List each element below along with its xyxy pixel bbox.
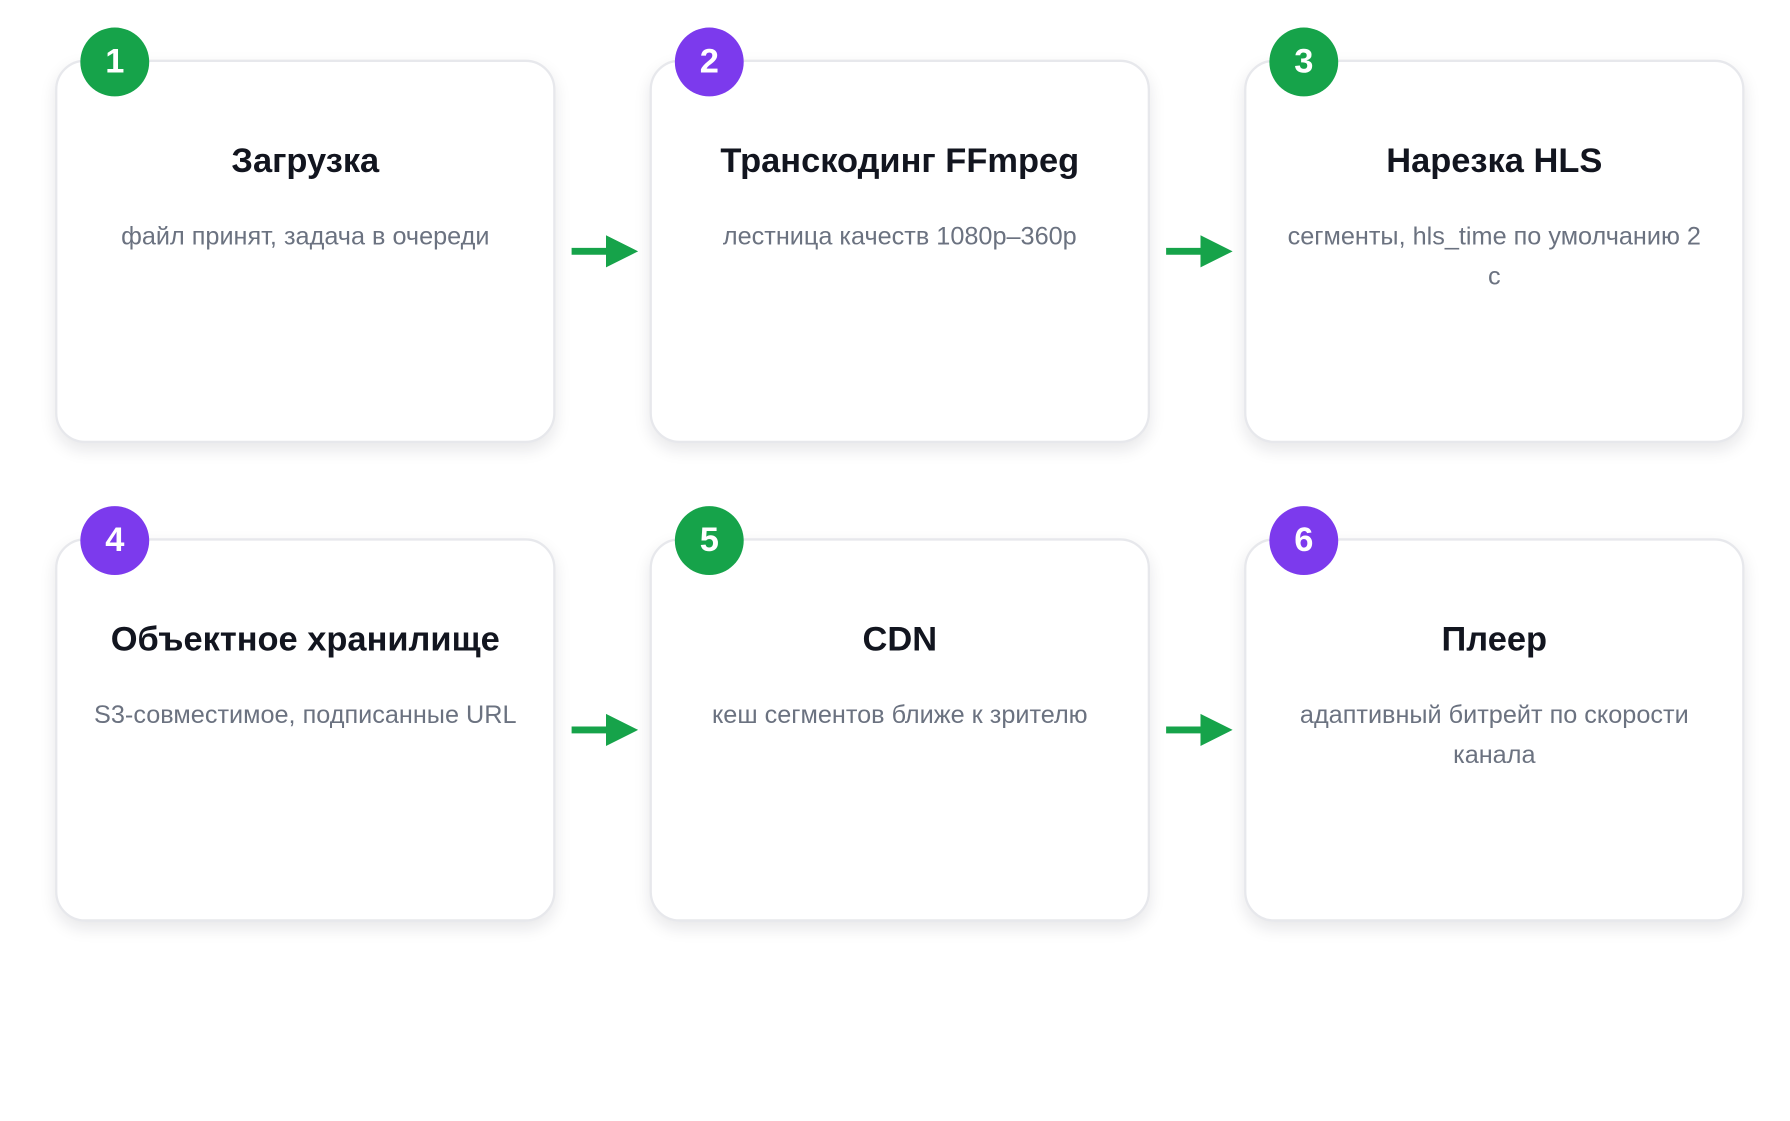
step-description: S3-совместимое, подписанные URL: [94, 700, 517, 729]
step-number-badge: 6: [1269, 506, 1339, 575]
arrow-right-icon: [1166, 235, 1233, 268]
step-card-content: Объектное хранилище S3-совместимое, подп…: [92, 616, 519, 734]
step-number-badge: 2: [674, 27, 744, 97]
step-card-hls-segmenting: Нарезка HLS сегменты, hls_time по умолча…: [1244, 59, 1745, 444]
step-description: сегменты, hls_time по умолчанию 2 с: [1287, 221, 1701, 291]
step-title: Нарезка HLS: [1386, 142, 1603, 181]
step-number-badge: 5: [674, 506, 744, 575]
arrow-right-icon: [1166, 713, 1233, 747]
step-description: адаптивный битрейт по скорости канала: [1299, 700, 1689, 769]
step-title: CDN: [862, 620, 938, 659]
step-card-transcoding: Транскодинг FFmpeg лестница качеств 1080…: [649, 59, 1150, 444]
step-description: кеш сегментов ближе к зрителю: [711, 700, 1088, 729]
step-card-object-storage: Объектное хранилище S3-совместимое, подп…: [55, 538, 556, 922]
step-number-badge: 4: [80, 506, 150, 575]
step-number-badge: 1: [80, 27, 150, 97]
arrow-right-icon: [571, 235, 639, 268]
step-description: файл принят, задача в очереди: [121, 221, 490, 251]
step-description: лестница качеств 1080p–360p: [722, 221, 1077, 251]
arrow-right-icon: [571, 713, 639, 747]
step-card-content: Плеер адаптивный битрейт по скорости кан…: [1281, 616, 1708, 774]
step-card-content: Загрузка файл принят, задача в очереди: [92, 138, 519, 256]
step-card-content: CDN кеш сегментов ближе к зрителю: [686, 616, 1113, 734]
step-card-content: Транскодинг FFmpeg лестница качеств 1080…: [686, 138, 1113, 256]
step-title: Объектное хранилище: [110, 620, 500, 659]
step-title: Транскодинг FFmpeg: [720, 142, 1080, 181]
step-number-badge: 3: [1269, 27, 1339, 97]
step-card-player: Плеер адаптивный битрейт по скорости кан…: [1244, 538, 1745, 922]
step-card-cdn: CDN кеш сегментов ближе к зрителю: [649, 538, 1150, 922]
step-card-upload: Загрузка файл принят, задача в очереди: [55, 59, 556, 444]
step-card-content: Нарезка HLS сегменты, hls_time по умолча…: [1281, 138, 1708, 296]
step-title: Загрузка: [231, 142, 380, 181]
step-title: Плеер: [1441, 620, 1548, 659]
